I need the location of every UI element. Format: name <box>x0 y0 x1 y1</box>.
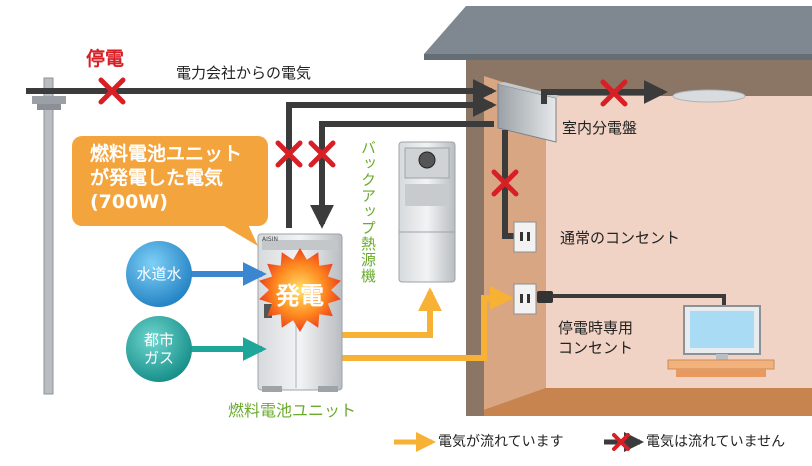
ceiling-light-icon <box>672 89 746 103</box>
gas-line-2: ガス <box>143 349 174 367</box>
water-label: 水道水 <box>136 265 182 283</box>
blocked-x-icon <box>308 140 336 168</box>
speech-bubble <box>72 136 268 246</box>
bubble-line-2: が発電した電気 <box>90 167 224 189</box>
normal-outlet-label: 通常のコンセント <box>560 229 681 247</box>
fuel-cell-output-wire <box>286 93 497 228</box>
gas-line-1: 都市 <box>143 331 174 349</box>
tv-icon <box>683 305 761 360</box>
house-fascia <box>424 54 812 60</box>
flow-to-outage-outlet <box>340 286 514 361</box>
fuel-cell-input-wire <box>310 121 494 229</box>
bubble-line-1: 燃料電池ユニット <box>90 143 243 165</box>
generation-burst-icon <box>259 248 341 332</box>
normal-outlet-wire <box>502 130 514 239</box>
outage-outlet-icon <box>513 283 537 315</box>
distribution-board-label: 室内分電盤 <box>562 119 638 137</box>
blocked-x-icon <box>600 79 628 107</box>
utility-pole-icon <box>32 77 66 395</box>
light-wire <box>541 80 668 104</box>
outage-label: 停電 <box>86 48 125 70</box>
blocked-x-icon <box>98 77 126 105</box>
generation-label: 発電 <box>276 282 324 310</box>
backup-heater-label: バックアップ熱源機 <box>359 140 377 284</box>
legend-noflow-label: 電気は流れていません <box>646 434 786 450</box>
tv-stand <box>667 359 775 377</box>
water-circle <box>126 241 192 307</box>
legend-flow-label: 電気が流れています <box>438 434 564 450</box>
gas-circle <box>126 316 192 382</box>
flow-to-heater <box>340 287 442 338</box>
utility-power-label: 電力会社からの電気 <box>176 64 312 82</box>
bubble-text: 燃料電池ユニット が発電した電気 (700W) <box>90 142 242 214</box>
fuel-cell-unit-label: 燃料電池ユニット <box>228 401 357 420</box>
bubble-line-3: (700W) <box>90 191 168 213</box>
outage-outlet-line-1: 停電時専用 <box>558 319 634 337</box>
blocked-x-icon <box>275 140 303 168</box>
house-interior-back-wall <box>546 96 812 388</box>
plug-icon <box>537 291 553 303</box>
house-floor <box>484 388 812 416</box>
outage-outlet-line-2: コンセント <box>558 339 634 357</box>
outage-outlet-label: 停電時専用 コンセント <box>558 318 633 358</box>
backup-heater-icon <box>398 141 456 283</box>
unit-brand-label: AISIN <box>262 236 278 243</box>
gas-label: 都市 ガス <box>126 331 192 367</box>
blocked-x-icon <box>491 169 519 197</box>
blocked-x-icon <box>612 433 630 451</box>
house-roof <box>424 6 812 54</box>
normal-outlet-icon <box>513 221 537 253</box>
